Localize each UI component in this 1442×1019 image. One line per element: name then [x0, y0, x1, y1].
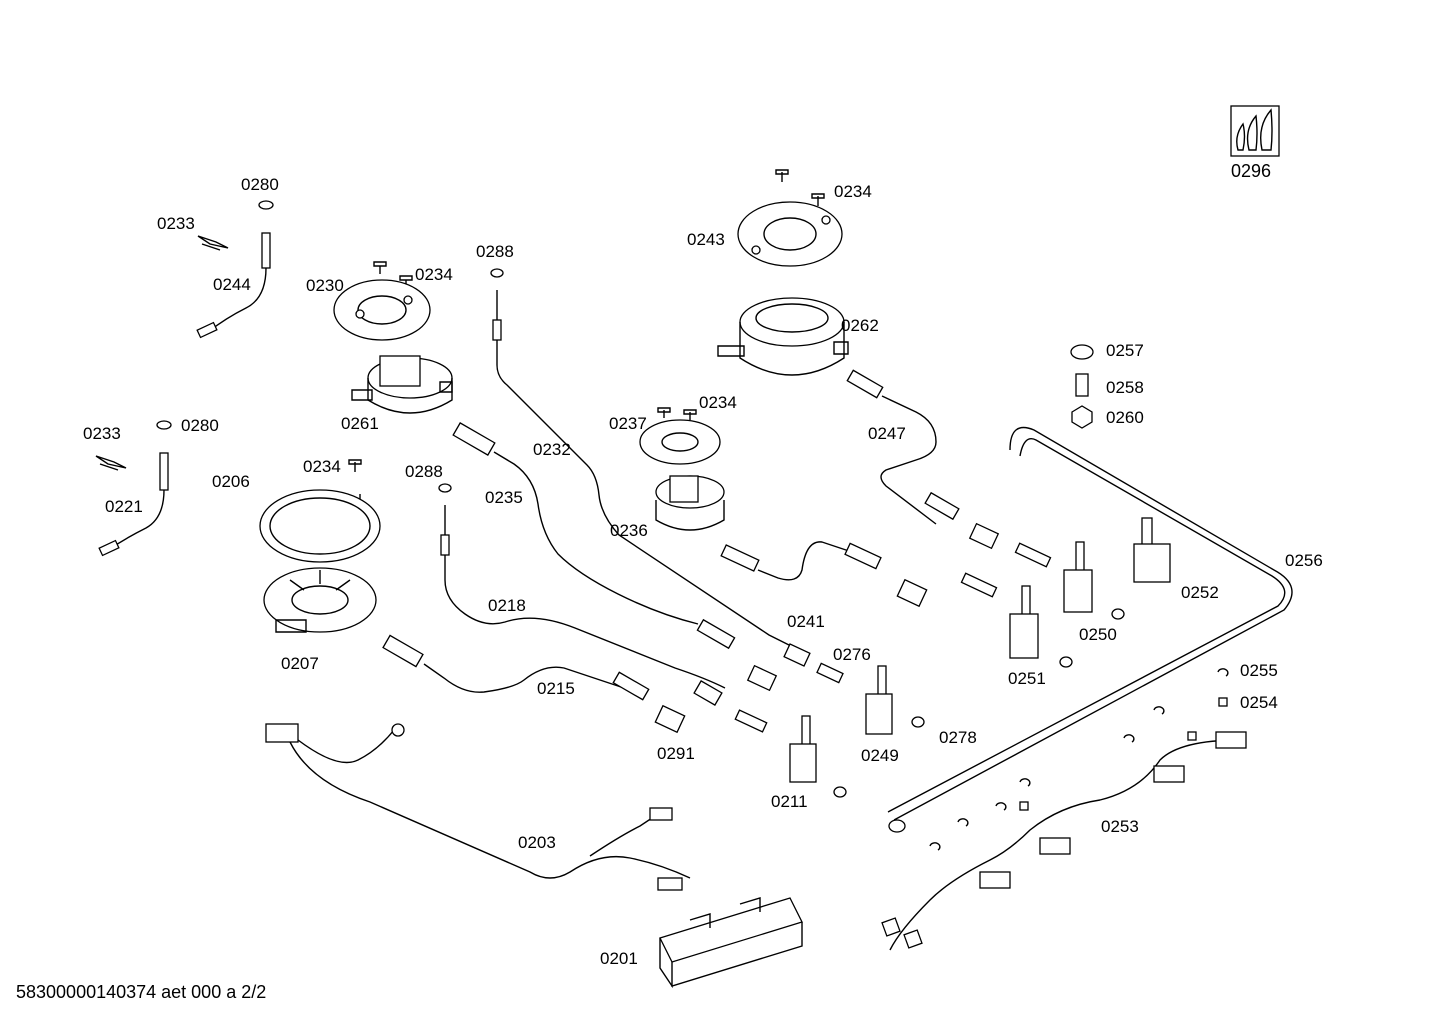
label-0254: 0254: [1240, 693, 1278, 712]
label-0241: 0241: [787, 612, 825, 631]
wiring-harness-0203: [265, 723, 691, 891]
gas-valve-0252: [1133, 517, 1171, 583]
label-0247: 0247: [868, 424, 906, 443]
gas-pipe-0241: [720, 541, 928, 608]
label-0250: 0250: [1079, 625, 1117, 644]
burner-small-0236: [639, 407, 725, 531]
label-0207: 0207: [281, 654, 319, 673]
label-0215: 0215: [537, 679, 575, 698]
label-0234: 0234: [303, 457, 341, 476]
ignition-electrode-0244: [196, 200, 274, 339]
label-0230: 0230: [306, 276, 344, 295]
label-0244: 0244: [213, 275, 251, 294]
label-0237: 0237: [609, 414, 647, 433]
label-0211: 0211: [771, 792, 808, 811]
label-0232: 0232: [533, 440, 571, 459]
spark-generator-0201: [659, 897, 803, 989]
label-0233: 0233: [157, 214, 195, 233]
ignition-electrode-0221: [95, 420, 172, 557]
label-0234: 0234: [415, 265, 453, 284]
label-0288: 0288: [405, 462, 443, 481]
label-0251: 0251: [1008, 669, 1046, 688]
nozzles: [734, 542, 1052, 733]
label-0255: 0255: [1240, 661, 1278, 680]
burner-clamp-0243: [737, 169, 843, 267]
burner-body-0261: [351, 355, 453, 414]
ignition-harness-0253: [881, 731, 1247, 951]
label-0276: 0276: [833, 645, 871, 664]
label-0252: 0252: [1181, 583, 1219, 602]
label-0236: 0236: [610, 521, 648, 540]
label-0291: 0291: [657, 744, 695, 763]
label-0260: 0260: [1106, 408, 1144, 427]
gas-pipe-0247: [846, 369, 1000, 550]
drawing-reference: 58300000140374 aet 000 a 2/2: [16, 982, 267, 1002]
label-0233: 0233: [83, 424, 121, 443]
label-0203: 0203: [518, 833, 556, 852]
manifold-rail-0256: [887, 426, 1293, 833]
gas-pipe-0235: [452, 422, 736, 650]
label-0235: 0235: [485, 488, 523, 507]
label-0249: 0249: [861, 746, 899, 765]
label-0234: 0234: [699, 393, 737, 412]
label-0256: 0256: [1285, 551, 1323, 570]
label-0218: 0218: [488, 596, 526, 615]
label-0258: 0258: [1106, 378, 1144, 397]
thermocouple-0218: [438, 483, 726, 706]
burner-clamp-0230: [333, 261, 431, 341]
fittings-0257-0260: [1070, 344, 1094, 429]
gas-valve-0250: [1063, 541, 1125, 620]
burner-body-0262: [717, 297, 849, 376]
label-0201: 0201: [600, 949, 638, 968]
label-0243: 0243: [687, 230, 725, 249]
label-0234: 0234: [834, 182, 872, 201]
label-0278: 0278: [939, 728, 977, 747]
gas-valve-0251: [1009, 585, 1073, 668]
burner-base-0207: [263, 567, 377, 633]
clips-0254-0255: [929, 668, 1229, 851]
gas-valve-0211: [789, 715, 847, 798]
thermocouple-0232: [490, 268, 811, 667]
label-0280: 0280: [181, 416, 219, 435]
label-0296: 0296: [1231, 161, 1272, 181]
label-0221: 0221: [105, 497, 143, 516]
label-0288: 0288: [476, 242, 514, 261]
label-0262: 0262: [841, 316, 879, 335]
label-0261: 0261: [341, 414, 379, 433]
gas-pipe-0215: [382, 634, 686, 734]
label-0280: 0280: [241, 175, 279, 194]
gas-valve-0249: [865, 665, 925, 735]
label-0206: 0206: [212, 472, 250, 491]
label-0253: 0253: [1101, 817, 1139, 836]
burner-ring-0206: [259, 459, 381, 563]
gas-flames-icon: [1230, 105, 1280, 157]
label-0257: 0257: [1106, 341, 1144, 360]
